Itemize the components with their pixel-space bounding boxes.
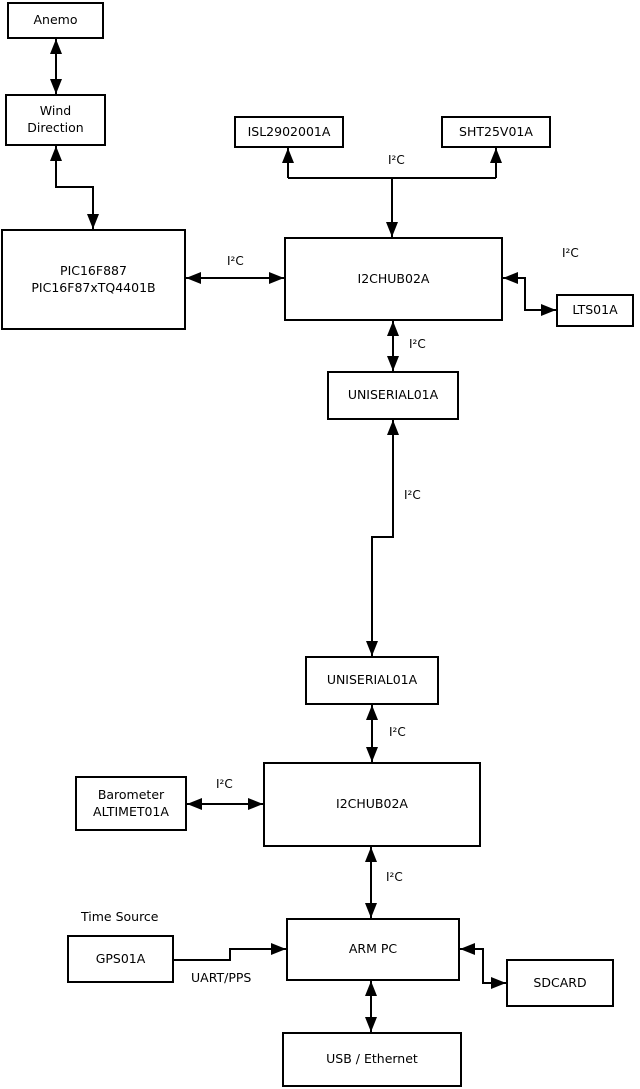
edge-label-i2c-sensors-top: I²C: [388, 153, 405, 167]
connector-wind-pic: [50, 146, 99, 229]
node-pic16f887-line1: PIC16F887: [60, 262, 127, 278]
edge-label-i2c-hub1-uniserial1: I²C: [409, 337, 426, 351]
node-barometer-line1: Barometer: [97, 786, 165, 802]
node-sdcard: SDCARD: [506, 959, 614, 1007]
node-pic16f887: PIC16F887 PIC16F87xTQ4401B: [1, 229, 186, 330]
connector-armpc-sdcard: [460, 943, 506, 989]
edge-label-i2c-hub1-lts: I²C: [562, 246, 579, 260]
node-barometer-line2: ALTIMET01A: [93, 803, 169, 819]
node-barometer-altimet01a: Barometer ALTIMET01A: [75, 776, 187, 831]
node-uniserial01a-1: UNISERIAL01A: [327, 371, 459, 420]
edge-label-uart-pps: UART/PPS: [191, 970, 252, 985]
node-sht25v01a: SHT25V01A: [441, 116, 551, 148]
edge-label-i2c-uniserial2-hub2: I²C: [389, 725, 406, 739]
node-arm-pc: ARM PC: [286, 918, 460, 981]
node-sdcard-label: SDCARD: [533, 974, 587, 990]
node-usb-ethernet-label: USB / Ethernet: [326, 1051, 418, 1067]
node-lts01a: LTS01A: [556, 294, 634, 327]
node-gps01a-label: GPS01A: [95, 950, 146, 966]
node-i2chub02a-1-label: I2CHUB02A: [357, 270, 430, 286]
node-wind-direction: Wind Direction: [5, 94, 106, 146]
edge-label-i2c-barometer-hub2: I²C: [216, 777, 233, 791]
edge-label-i2c-hub2-armpc: I²C: [386, 870, 403, 884]
node-arm-pc-label: ARM PC: [348, 941, 398, 957]
node-sht25v01a-label: SHT25V01A: [459, 123, 533, 139]
node-anemo-label: Anemo: [33, 12, 78, 28]
node-wind-direction-line1: Wind: [39, 103, 72, 119]
connector-hub1-lts: [503, 272, 556, 316]
label-time-source: Time Source: [81, 909, 159, 924]
node-isl2902001a-label: ISL2902001A: [247, 123, 331, 139]
node-usb-ethernet: USB / Ethernet: [282, 1032, 462, 1087]
node-isl2902001a: ISL2902001A: [234, 116, 344, 148]
edge-label-i2c-uniserial-link: I²C: [404, 488, 421, 502]
node-uniserial01a-2-label: UNISERIAL01A: [326, 672, 418, 688]
node-i2chub02a-2: I2CHUB02A: [263, 762, 481, 847]
edge-label-i2c-pic-hub1: I²C: [227, 254, 244, 268]
node-wind-direction-line2: Direction: [27, 120, 84, 135]
connector-uniserial1-uniserial2: [366, 420, 399, 656]
node-anemo: Anemo: [7, 2, 104, 39]
node-i2chub02a-1: I2CHUB02A: [284, 237, 503, 321]
node-pic16f887-line2: PIC16F87xTQ4401B: [31, 279, 156, 295]
node-i2chub02a-2-label: I2CHUB02A: [336, 796, 408, 812]
connector-gps-armpc: [173, 943, 286, 961]
node-uniserial01a-2: UNISERIAL01A: [305, 656, 439, 705]
node-uniserial01a-1-label: UNISERIAL01A: [347, 387, 439, 403]
node-lts01a-label: LTS01A: [572, 302, 618, 318]
node-gps01a: GPS01A: [67, 935, 174, 983]
